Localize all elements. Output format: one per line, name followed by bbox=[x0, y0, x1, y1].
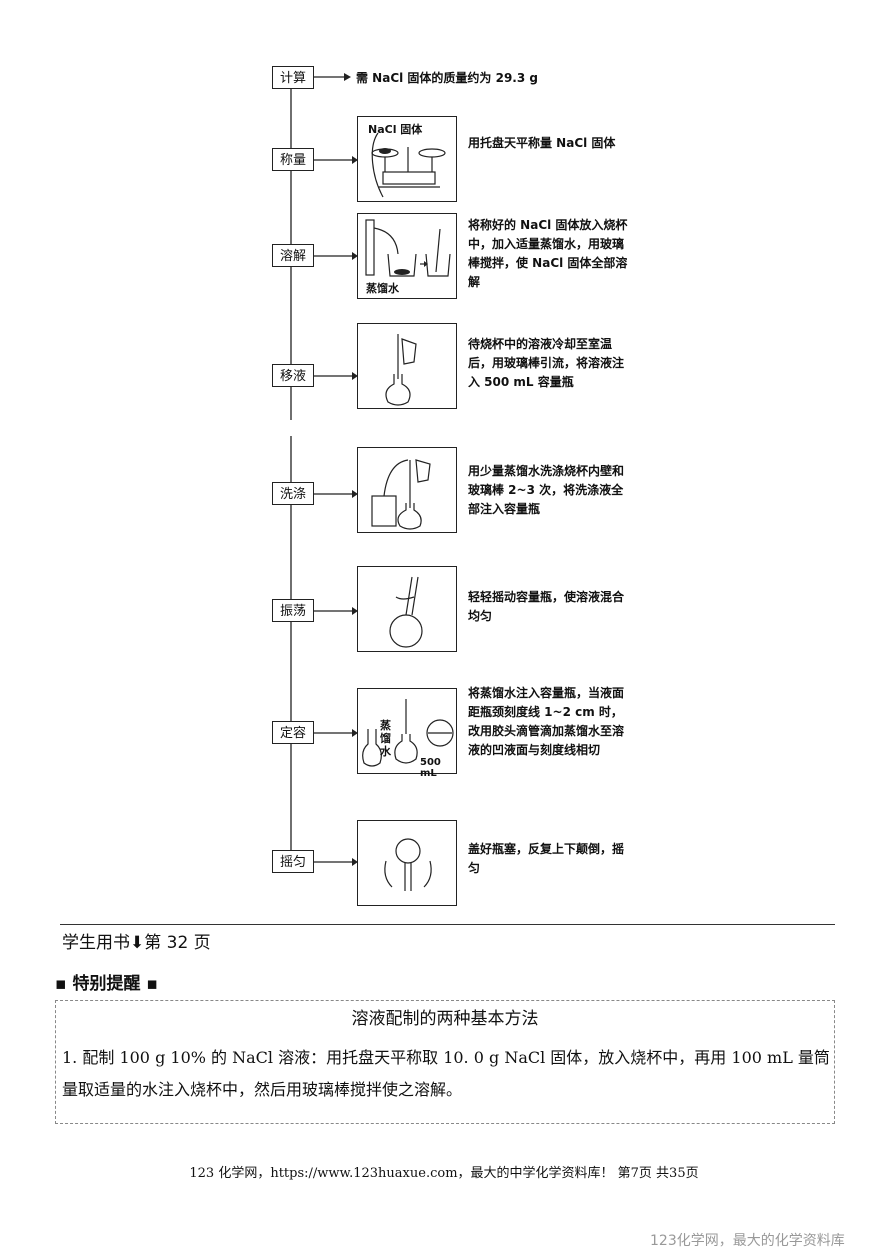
step-transfer: 移液 bbox=[272, 364, 314, 387]
step-dissolve: 溶解 bbox=[272, 244, 314, 267]
watermark: 123化学网，最大的化学资料库 bbox=[650, 1233, 845, 1249]
page-reference: 学生用书⬇第 32 页 bbox=[62, 933, 211, 953]
step-weigh: 称量 bbox=[272, 148, 314, 171]
wash-desc: 用少量蒸馏水洗涤烧杯内壁和玻璃棒 2~3 次，将洗涤液全部注入容量瓶 bbox=[468, 464, 625, 516]
special-reminder-heading: ▪ 特别提醒 ▪ bbox=[55, 974, 158, 994]
nacl-label: NaCl 固体 bbox=[368, 123, 423, 136]
weigh-desc: 用托盘天平称量 NaCl 固体 bbox=[468, 136, 616, 150]
transfer-illustration bbox=[357, 323, 457, 409]
step-shake: 振荡 bbox=[272, 599, 314, 622]
mix-desc: 盖好瓶塞，反复上下颠倒，摇匀 bbox=[468, 842, 625, 875]
tip-box-text: 1. 配制 100 g 10% 的 NaCl 溶液：用托盘天平称取 10. 0 … bbox=[62, 1048, 830, 1099]
divider-line bbox=[60, 924, 835, 925]
fix-volume-desc: 将蒸馏水注入容量瓶，当液面距瓶颈刻度线 1~2 cm 时，改用胶头滴管滴加蒸馏水… bbox=[468, 686, 625, 757]
step-calc: 计算 bbox=[272, 66, 314, 89]
wash-illustration bbox=[357, 447, 457, 533]
water-label-2: 蒸馏水 bbox=[380, 719, 391, 758]
reminder-title: 特别提醒 bbox=[72, 974, 141, 994]
balance-illustration: NaCl 固体 bbox=[357, 116, 457, 202]
step-wash: 洗涤 bbox=[272, 482, 314, 505]
volume-label: 500 mL bbox=[420, 757, 441, 779]
dissolve-illustration: 蒸馏水 bbox=[357, 213, 457, 299]
fix-volume-illustration: 蒸馏水 500 mL bbox=[357, 688, 457, 779]
dissolve-desc: 将称好的 NaCl 固体放入烧杯中，加入适量蒸馏水，用玻璃棒搅拌，使 NaCl … bbox=[468, 218, 628, 289]
step-fix-volume: 定容 bbox=[272, 721, 314, 744]
tip-box bbox=[55, 1000, 835, 1124]
footer: 123 化学网，https://www.123huaxue.com，最大的中学化… bbox=[189, 1166, 699, 1181]
calc-desc: 需 NaCl 固体的质量约为 29.3 g bbox=[356, 71, 538, 85]
shake-desc: 轻轻摇动容量瓶，使溶液混合均匀 bbox=[468, 590, 625, 623]
shake-illustration bbox=[357, 566, 457, 652]
mix-illustration bbox=[357, 820, 457, 906]
step-mix: 摇匀 bbox=[272, 850, 314, 873]
water-label: 蒸馏水 bbox=[366, 282, 399, 295]
tip-box-title: 溶液配制的两种基本方法 bbox=[351, 1009, 539, 1029]
transfer-desc: 待烧杯中的溶液冷却至室温后，用玻璃棒引流，将溶液注入 500 mL 容量瓶 bbox=[468, 337, 625, 389]
